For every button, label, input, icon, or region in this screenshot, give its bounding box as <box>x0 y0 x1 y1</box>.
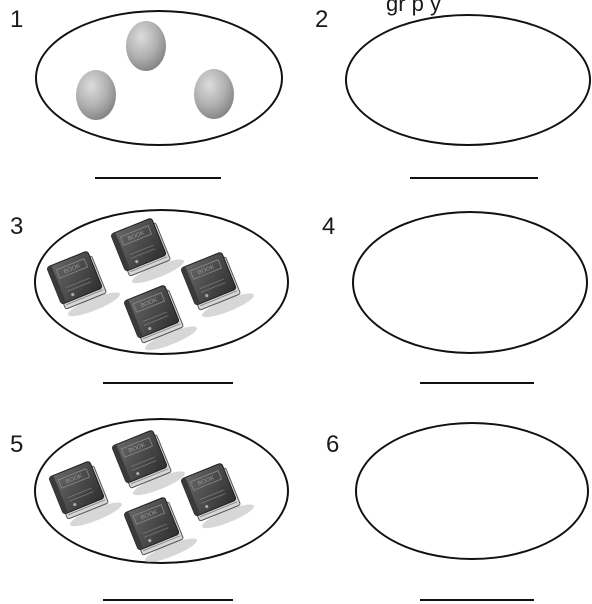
problem-number-6: 6 <box>326 433 339 457</box>
set-oval-5 <box>34 418 289 564</box>
set-oval-6 <box>355 422 589 560</box>
answer-line-6[interactable] <box>420 599 534 601</box>
problem-number-2: 2 <box>315 8 328 32</box>
answer-line-3[interactable] <box>103 382 233 384</box>
answer-line-1[interactable] <box>95 177 221 179</box>
answer-line-5[interactable] <box>103 599 233 601</box>
answer-line-2[interactable] <box>410 177 538 179</box>
set-oval-3 <box>34 209 289 355</box>
set-oval-2 <box>345 14 591 146</box>
problem-number-4: 4 <box>322 215 335 239</box>
problem-number-5: 5 <box>10 433 23 457</box>
cut-off-instruction-text: gr p y <box>386 0 441 17</box>
set-oval-1 <box>35 10 283 146</box>
problem-number-3: 3 <box>10 215 23 239</box>
set-oval-4 <box>352 211 588 354</box>
answer-line-4[interactable] <box>420 382 534 384</box>
problem-number-1: 1 <box>10 8 23 32</box>
